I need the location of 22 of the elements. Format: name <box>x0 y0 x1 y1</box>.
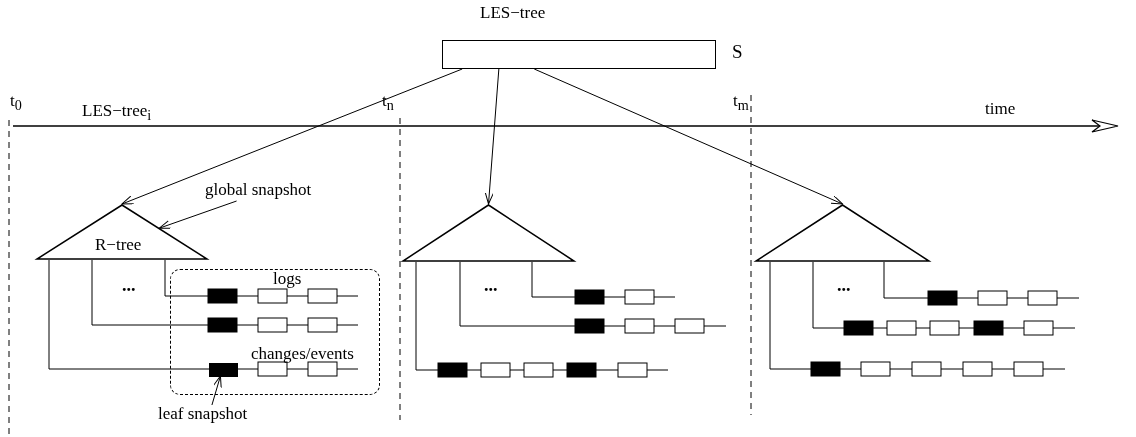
arrow <box>533 68 843 205</box>
time-label: t$_{0}$ <box>10 92 22 113</box>
dashed-region <box>170 269 380 395</box>
time-label: t$_{n}$ <box>382 92 394 113</box>
node-title: LES−tree <box>480 4 546 21</box>
arrow <box>121 68 463 205</box>
leader-arrow <box>211 375 222 406</box>
ellipsis: ... <box>484 276 498 294</box>
region-label: changes/events <box>251 345 354 362</box>
annotation-text: global snapshot <box>205 181 312 198</box>
ellipsis: ... <box>122 276 136 294</box>
leader-arrow <box>158 200 238 229</box>
arrow <box>484 68 500 205</box>
region-label: logs <box>273 270 302 287</box>
annotation-text: leaf snapshot <box>158 405 248 422</box>
tree-label: R−tree <box>95 236 142 253</box>
axis-label: time <box>985 100 1016 117</box>
axis-label: LES−tree$_{i}$ <box>82 102 152 123</box>
ellipsis: ... <box>837 276 851 294</box>
node-label: S <box>732 42 743 61</box>
snapshot-block <box>209 363 238 377</box>
time-label: t$_{m}$ <box>733 92 749 113</box>
